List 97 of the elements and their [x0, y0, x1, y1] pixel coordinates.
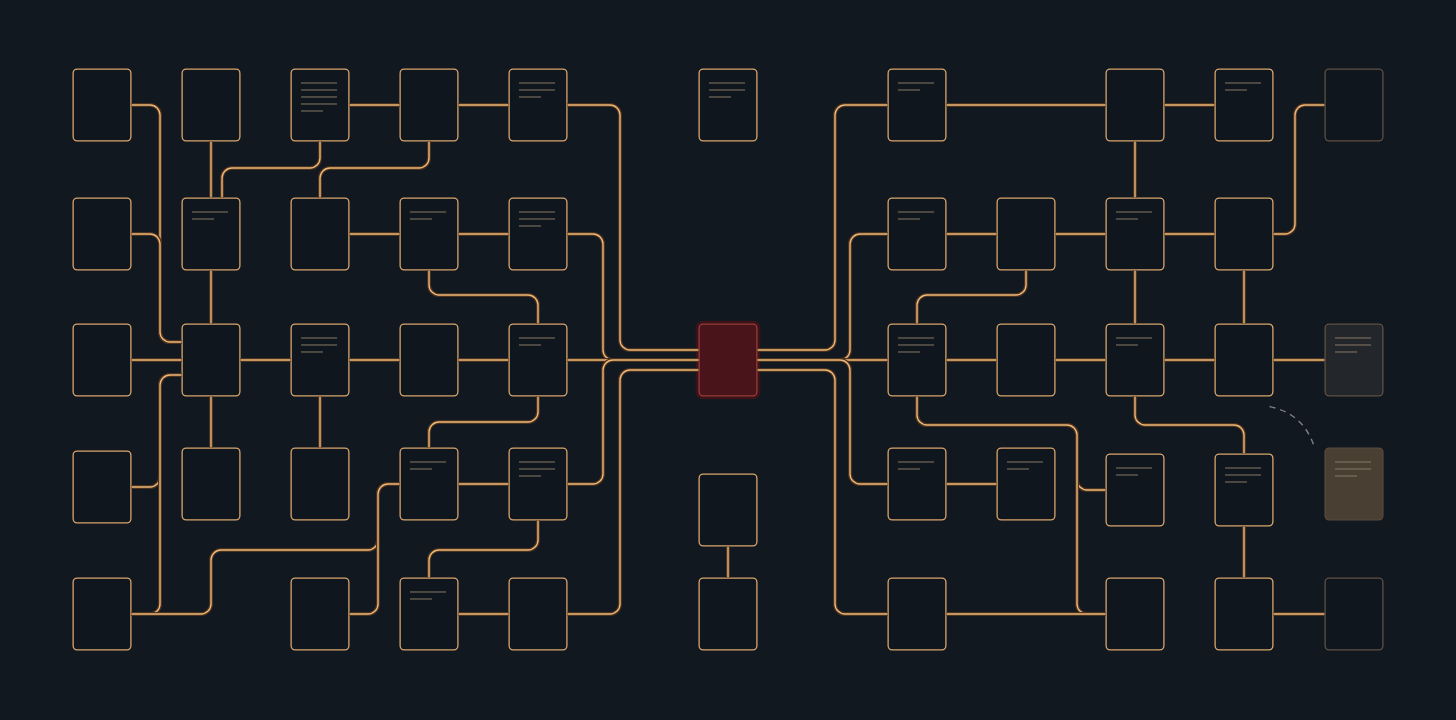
- connector-line: [427, 269, 540, 325]
- empty-card: [698, 473, 758, 547]
- connector-line: [1242, 269, 1246, 325]
- document-card: [1105, 453, 1165, 527]
- document-card: [399, 577, 459, 651]
- connector-line: [945, 612, 1107, 616]
- document-card: [1324, 323, 1384, 397]
- connector-line: [209, 395, 213, 449]
- connector-line: [457, 232, 510, 236]
- empty-card: [181, 447, 241, 521]
- connector-line: [427, 395, 540, 449]
- document-card: [698, 68, 758, 142]
- connector-line: [209, 269, 213, 325]
- connector-line: [566, 358, 700, 486]
- connector-line: [318, 140, 431, 199]
- document-card: [887, 197, 947, 271]
- connector-line: [566, 103, 700, 352]
- connector-line: [457, 103, 510, 107]
- document-card: [508, 323, 568, 397]
- document-card: [508, 197, 568, 271]
- empty-card: [399, 323, 459, 397]
- connector-line: [756, 103, 889, 352]
- empty-card: [72, 68, 132, 142]
- empty-card: [887, 577, 947, 651]
- empty-card: [996, 197, 1056, 271]
- document-card: [290, 68, 350, 142]
- empty-card: [1214, 197, 1274, 271]
- connector-line: [756, 368, 889, 616]
- empty-card: [181, 323, 241, 397]
- connector-line: [1133, 140, 1137, 199]
- connector-line: [1272, 103, 1326, 236]
- empty-card: [72, 323, 132, 397]
- connector-line: [130, 358, 183, 362]
- empty-card: [1105, 577, 1165, 651]
- connector-line: [348, 358, 401, 362]
- connector-line: [1163, 103, 1216, 107]
- document-card: [399, 197, 459, 271]
- empty-card: [399, 68, 459, 142]
- connector-line: [457, 612, 510, 616]
- connector-line: [130, 232, 183, 344]
- connector-line: [348, 232, 401, 236]
- connector-line: [945, 232, 998, 236]
- connector-line: [348, 482, 401, 616]
- connector-line: [457, 358, 510, 362]
- document-card: [996, 447, 1056, 521]
- connector-line: [945, 358, 998, 362]
- document-card: [1214, 68, 1274, 142]
- empty-card: [72, 197, 132, 271]
- connector-line: [1272, 612, 1326, 616]
- connector-line: [239, 358, 292, 362]
- connector-line: [209, 140, 213, 199]
- connector-line: [1272, 358, 1326, 362]
- document-card: [1324, 447, 1384, 521]
- connector-line: [1054, 232, 1107, 236]
- document-card: [1214, 453, 1274, 527]
- document-card: [290, 323, 350, 397]
- connector-line: [1242, 525, 1246, 579]
- connector-line: [726, 545, 730, 579]
- document-card: [887, 68, 947, 142]
- connector-line: [457, 482, 510, 486]
- empty-card: [508, 577, 568, 651]
- document-card: [181, 197, 241, 271]
- empty-card: [1214, 577, 1274, 651]
- document-card: [1105, 197, 1165, 271]
- empty-card: [1324, 68, 1384, 142]
- empty-card: [72, 450, 132, 524]
- connector-line: [566, 368, 700, 616]
- connector-line: [915, 269, 1028, 325]
- connector-line: [1163, 358, 1216, 362]
- empty-card: [290, 197, 350, 271]
- empty-card: [996, 323, 1056, 397]
- connector-line: [1054, 358, 1107, 362]
- document-card: [887, 447, 947, 521]
- connector-line: [318, 395, 322, 449]
- connector-line: [756, 358, 889, 486]
- document-card: [399, 447, 459, 521]
- empty-card: [1105, 68, 1165, 142]
- connector-line: [348, 103, 401, 107]
- connector-line: [1133, 269, 1137, 325]
- connector-line: [1133, 395, 1246, 455]
- empty-card: [290, 447, 350, 521]
- connector-line: [945, 482, 998, 486]
- empty-card: [1214, 323, 1274, 397]
- empty-card: [1324, 577, 1384, 651]
- document-card: [508, 68, 568, 142]
- connector-line: [220, 140, 322, 199]
- connector-line: [945, 103, 1107, 107]
- document-card: [1105, 323, 1165, 397]
- connector-line: [427, 519, 540, 579]
- empty-card: [698, 577, 758, 651]
- empty-card: [181, 68, 241, 142]
- document-card: [508, 447, 568, 521]
- alert-card: [695, 320, 761, 400]
- empty-card: [290, 577, 350, 651]
- document-card: [887, 323, 947, 397]
- connector-line: [1163, 232, 1216, 236]
- empty-card: [72, 577, 132, 651]
